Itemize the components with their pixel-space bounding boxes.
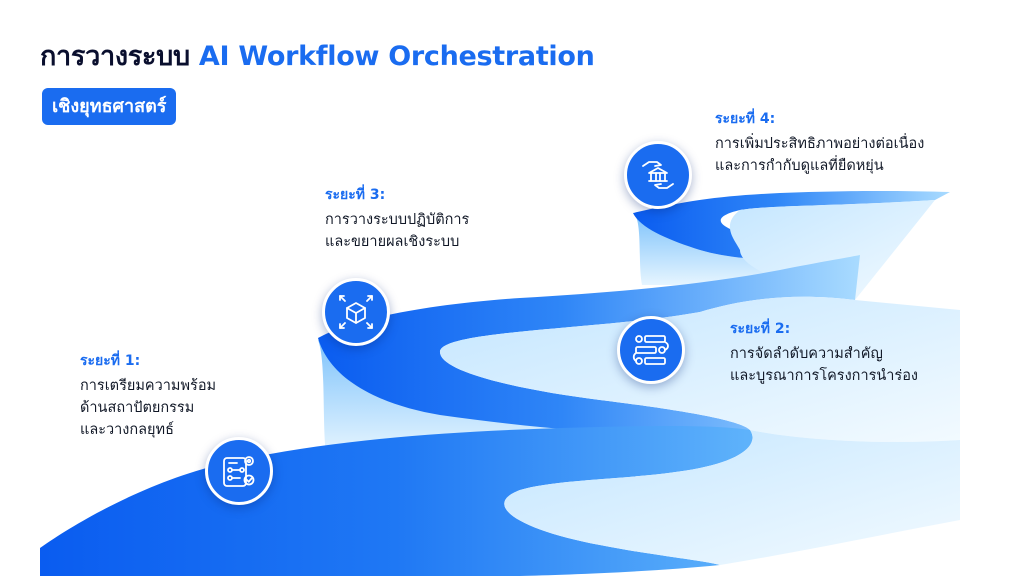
road-tier-1-surface — [504, 430, 960, 565]
phase-3-text: ระยะที่ 3: การวางระบบปฏิบัติการ และขยายผ… — [325, 184, 469, 253]
road-tier-3 — [318, 255, 860, 435]
page-title: การวางระบบ AI Workflow Orchestration — [40, 34, 595, 77]
cube-expand-icon — [339, 295, 373, 329]
phase-4-node — [624, 141, 692, 209]
phase-4-line-1: การเพิ่มประสิทธิภาพอย่างต่อเนื่อง — [715, 136, 925, 152]
title-thai: การวางระบบ — [40, 41, 190, 72]
subtitle-badge: เชิงยุทธศาสตร์ — [42, 88, 177, 125]
hands-institution-icon — [642, 161, 674, 189]
phase-4-text: ระยะที่ 4: การเพิ่มประสิทธิภาพอย่างต่อเน… — [715, 108, 924, 177]
phase-3-label: ระยะที่ 3: — [325, 187, 386, 203]
priority-list-gears-icon — [632, 335, 669, 365]
phase-4-label: ระยะที่ 4: — [715, 111, 776, 127]
phase-1-line-2: ด้านสถาปัตยกรรม — [80, 400, 195, 416]
phase-2-node — [617, 316, 685, 384]
road-tier-4 — [633, 191, 950, 260]
phase-1-label: ระยะที่ 1: — [80, 353, 141, 369]
phase-3-line-2: และขยายผลเชิงระบบ — [325, 234, 460, 250]
phase-2-line-1: การจัดลำดับความสำคัญ — [730, 346, 883, 362]
road-tier-3-surface — [440, 296, 960, 442]
phase-3-line-1: การวางระบบปฏิบัติการ — [325, 212, 470, 228]
phase-2-label: ระยะที่ 2: — [730, 321, 791, 337]
phase-1-node — [205, 437, 273, 505]
workflow-checklist-icon — [223, 456, 255, 487]
phase-1-line-3: และวางกลยุทธ์ — [80, 422, 174, 438]
phase-3-node — [322, 278, 390, 346]
phase-4-line-2: และการกำกับดูแลที่ยืดหยุ่น — [715, 158, 884, 174]
title-accent: AI Workflow Orchestration — [198, 41, 595, 72]
phase-2-text: ระยะที่ 2: การจัดลำดับความสำคัญ และบูรณา… — [730, 318, 918, 387]
phase-1-text: ระยะที่ 1: การเตรียมความพร้อม ด้านสถาปัต… — [80, 350, 216, 441]
phase-2-line-2: และบูรณาการโครงการนำร่อง — [730, 368, 919, 384]
phase-1-line-1: การเตรียมความพร้อม — [80, 378, 217, 394]
road-tier-1 — [40, 426, 753, 576]
road-tier-3-side — [318, 340, 600, 455]
